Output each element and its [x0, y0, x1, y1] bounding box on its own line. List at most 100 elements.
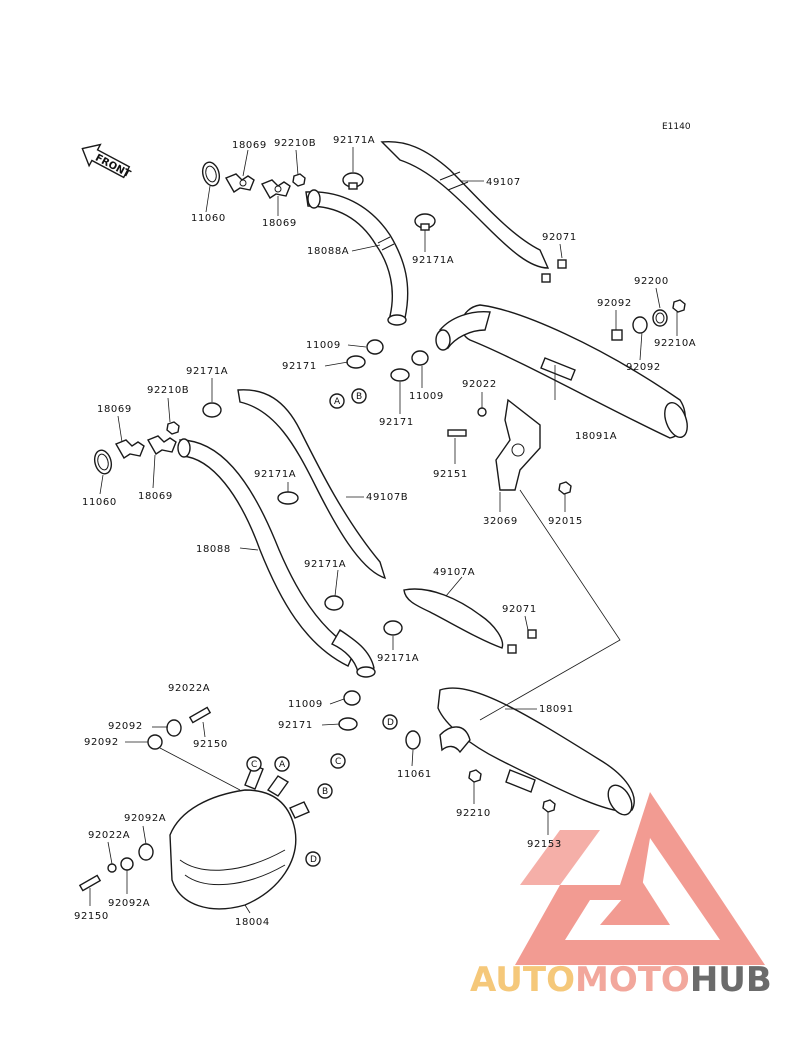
front-label: FRONT	[93, 153, 132, 181]
flange-18069-lower-b	[146, 435, 177, 455]
collar-92092-lower-b	[147, 734, 163, 750]
nut-92015	[558, 481, 572, 495]
callout-C-muffler: C	[246, 756, 262, 772]
label-11060: 11060	[191, 213, 226, 224]
sleeve-11009-upper-b	[411, 350, 429, 366]
clamp-92171A-upper-b	[414, 213, 436, 231]
label-92171A: 92171A	[377, 653, 419, 664]
diagram-code: E1140	[662, 122, 691, 132]
label-92015: 92015	[548, 516, 583, 527]
label-92092A: 92092A	[124, 813, 166, 824]
watermark-triangle-logo	[515, 792, 765, 965]
label-18088: 18088	[196, 544, 231, 555]
label-18069: 18069	[262, 218, 297, 229]
label-92071: 92071	[542, 232, 577, 243]
label-32069: 32069	[483, 516, 518, 527]
grommet-92092-upper-b	[632, 316, 648, 334]
leader-92092-to-muffler	[159, 747, 241, 791]
label-92022A: 92022A	[168, 683, 210, 694]
muffler-18004-pipe-a	[244, 764, 264, 790]
silencer-18091A-outlet	[664, 402, 688, 438]
label-49107B: 49107B	[366, 492, 408, 503]
clamp-92171A-lower-d	[383, 620, 403, 636]
clamp-92171-lower	[338, 717, 358, 731]
watermark-hub: HUB	[689, 960, 772, 1000]
svg-text:D: D	[310, 855, 317, 865]
svg-text:B: B	[322, 787, 328, 797]
sleeve-11009-upper-a	[366, 339, 384, 355]
flange-18069-upper-a	[224, 173, 255, 193]
bolt-92151	[447, 429, 467, 437]
gasket-11060-upper	[201, 161, 221, 187]
nut-92071-lower	[507, 629, 537, 654]
flange-18069-upper-b	[260, 179, 291, 199]
label-92022: 92022	[462, 379, 497, 390]
heat-guard-49107	[380, 141, 550, 269]
callout-A-muffler: A	[274, 756, 290, 772]
silencer-18091A-inlet-end	[435, 329, 451, 351]
label-92210: 92210	[456, 808, 491, 819]
header-pipe-18088	[179, 439, 356, 667]
label-92153: 92153	[527, 839, 562, 850]
label-92200: 92200	[634, 276, 669, 287]
bracket-32069	[495, 398, 541, 491]
flange-18069-lower-a	[114, 439, 145, 459]
label-18004: 18004	[235, 917, 270, 928]
sleeve-11009-lower	[343, 690, 361, 706]
heat-guard-49107B	[237, 389, 387, 580]
header-pipe-18088-outlet	[356, 666, 376, 678]
label-11061: 11061	[397, 769, 432, 780]
label-18088A: 18088A	[307, 246, 349, 257]
collar-92092A-b	[120, 857, 134, 871]
bolt-92150-upper	[188, 706, 212, 724]
callout-B-muffler: B	[317, 783, 333, 799]
gasket-11061	[405, 730, 421, 750]
nut-92210B-lower	[166, 421, 180, 435]
label-11009: 11009	[409, 391, 444, 402]
label-18069: 18069	[232, 140, 267, 151]
label-49107: 49107	[486, 177, 521, 188]
watermark-moto: MOTO	[574, 960, 690, 1000]
callout-D-mid: D	[382, 714, 398, 730]
nut-92210B-upper	[292, 173, 306, 187]
washer-92022-upper	[477, 407, 487, 417]
pipe-end-18088A	[307, 189, 407, 326]
label-92150: 92150	[74, 911, 109, 922]
clamp-92171A-upper-a	[342, 172, 364, 190]
label-11060: 11060	[82, 497, 117, 508]
label-92210A: 92210A	[654, 338, 696, 349]
label-92171: 92171	[379, 417, 414, 428]
label-92092: 92092	[84, 737, 119, 748]
label-11009: 11009	[306, 340, 341, 351]
grommet-92092-lower-a	[166, 719, 182, 737]
svg-text:C: C	[251, 760, 257, 770]
front-direction-arrow: FRONT	[81, 143, 132, 181]
nut-92210-lower	[468, 769, 482, 783]
label-18069: 18069	[97, 404, 132, 415]
muffler-18004	[169, 789, 297, 910]
leader-lines	[89, 147, 678, 914]
muffler-18004-ribs	[179, 849, 286, 886]
callout-A-upper: A	[329, 393, 345, 409]
label-92071: 92071	[502, 604, 537, 615]
label-92171A: 92171A	[412, 255, 454, 266]
label-92092: 92092	[597, 298, 632, 309]
label-92151: 92151	[433, 469, 468, 480]
silencer-18091-inlet	[439, 726, 471, 754]
bolt-92150-lower	[78, 874, 102, 892]
watermark-auto: AUTO	[470, 960, 575, 1000]
svg-text:C: C	[335, 757, 341, 767]
watermark-logo-text: AUTOMOTOHUB	[470, 960, 772, 1000]
nut-92210A	[672, 299, 686, 313]
svg-text:D: D	[387, 718, 394, 728]
clamp-92171A-lower-a	[202, 402, 222, 418]
label-92171A: 92171A	[254, 469, 296, 480]
collar-92092-upper-a	[611, 329, 623, 341]
muffler-18004-pipe-c	[289, 801, 310, 819]
label-11009: 11009	[288, 699, 323, 710]
label-92210B: 92210B	[274, 138, 316, 149]
silencer-18091	[437, 687, 635, 812]
nut-92071-upper	[541, 259, 567, 283]
heat-guard-49107A	[403, 588, 504, 649]
label-92022A: 92022A	[88, 830, 130, 841]
